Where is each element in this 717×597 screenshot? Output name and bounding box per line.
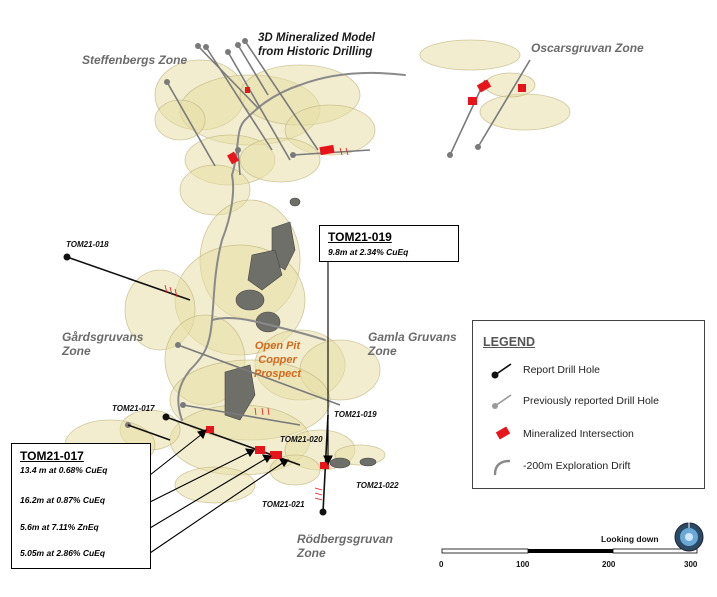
open-pit-line1: Open Pit (254, 340, 301, 352)
legend-label-previous-drill-hole: Previously reported Drill Hole (523, 395, 659, 407)
hole-label-tom21-018: TOM21-018 (66, 240, 109, 249)
model-label: 3D Mineralized Model from Historic Drill… (258, 31, 375, 59)
model-label-line1: 3D Mineralized Model (258, 32, 375, 44)
previous-drill-hole-collars (125, 38, 481, 428)
exploration-drift (177, 71, 406, 421)
scale-label-0: 0 (439, 560, 444, 569)
drift-curve-icon (493, 459, 511, 476)
black-drill-hole-icon (491, 363, 512, 379)
scale-bar (441, 548, 698, 554)
legend: LEGEND Report Drill Hole Previously repo… (472, 320, 705, 489)
callout-leaders (149, 262, 333, 554)
legend-item-mineralized-intersection: Mineralized Intersection (489, 425, 699, 445)
callout-tom21-017-line1: 13.4 m at 0.68% CuEq (20, 465, 108, 475)
callout-tom21-017-line3: 5.6m at 7.11% ZnEq (20, 522, 99, 532)
zone-label-rodbergsgruvan-line1: Rödbergsgruvan (297, 532, 394, 546)
looking-down-compass-icon (674, 521, 704, 552)
previous-drill-holes (166, 40, 531, 426)
hole-label-tom21-021: TOM21-021 (262, 500, 305, 509)
scale-label-200: 200 (602, 560, 616, 569)
callout-tom21-019: TOM21-019 9.8m at 2.34% CuEq (319, 225, 459, 262)
zone-label-gamla-line1: Gamla Gruvans (368, 330, 457, 344)
zone-label-rodbergsgruvan-line2: Zone (297, 546, 326, 560)
sulphide-lenses (224, 197, 377, 469)
callout-tom21-017: TOM21-017 13.4 m at 0.68% CuEq 16.2m at … (11, 443, 151, 569)
looking-down-label: Looking down (601, 534, 659, 544)
hole-label-tom21-017: TOM21-017 (112, 404, 155, 413)
report-drill-hole-collars (63, 253, 327, 516)
legend-item-report-drill-hole: Report Drill Hole (489, 361, 699, 381)
scale-label-300: 300 (684, 560, 698, 569)
zone-label-gamla-gruvans: Gamla Gruvans Zone (368, 330, 457, 358)
zone-label-gardsgruvans-line2: Zone (62, 344, 91, 358)
callout-tom21-017-line2: 16.2m at 0.87% CuEq (20, 495, 106, 505)
zone-label-steffenbergs: Steffenbergs Zone (82, 53, 188, 67)
zone-label-oscarsgruvan: Oscarsgruvan Zone (531, 41, 644, 55)
open-pit-line3: Prospect (254, 368, 302, 380)
callout-tom21-017-line4: 5.05m at 2.86% CuEq (20, 548, 106, 558)
mineralized-intersections (206, 79, 526, 469)
model-label-line2: from Historic Drilling (258, 46, 373, 58)
legend-item-exploration-drift: -200m Exploration Drift (489, 457, 699, 477)
callout-tom21-017-title: TOM21-017 (20, 449, 84, 463)
scale-label-100: 100 (516, 560, 530, 569)
open-pit-label: Open Pit Copper Prospect (254, 339, 301, 381)
legend-title: LEGEND (483, 335, 536, 349)
hole-label-tom21-022: TOM21-022 (356, 481, 399, 490)
legend-label-mineralized-intersection: Mineralized Intersection (523, 428, 634, 440)
callout-tom21-019-line1: 9.8m at 2.34% CuEq (328, 247, 409, 257)
callout-tom21-019-title: TOM21-019 (328, 230, 392, 244)
hole-label-tom21-019: TOM21-019 (334, 410, 377, 419)
zone-label-gardsgruvans-line1: Gårdsgruvans (62, 330, 144, 344)
open-pit-line2: Copper (258, 354, 297, 366)
zone-label-gardsgruvans: Gårdsgruvans Zone (62, 330, 143, 358)
legend-item-previous-drill-hole: Previously reported Drill Hole (489, 392, 699, 412)
hole-label-tom21-020: TOM21-020 (280, 435, 323, 444)
intersection-ticks (164, 147, 349, 501)
grey-drill-hole-icon (492, 394, 512, 409)
legend-label-report-drill-hole: Report Drill Hole (523, 364, 601, 376)
red-intersection-icon (495, 426, 511, 440)
zone-label-rodbergsgruvan: Rödbergsgruvan Zone (297, 532, 393, 560)
legend-label-exploration-drift: -200m Exploration Drift (523, 460, 631, 472)
zone-label-gamla-line2: Zone (368, 344, 397, 358)
